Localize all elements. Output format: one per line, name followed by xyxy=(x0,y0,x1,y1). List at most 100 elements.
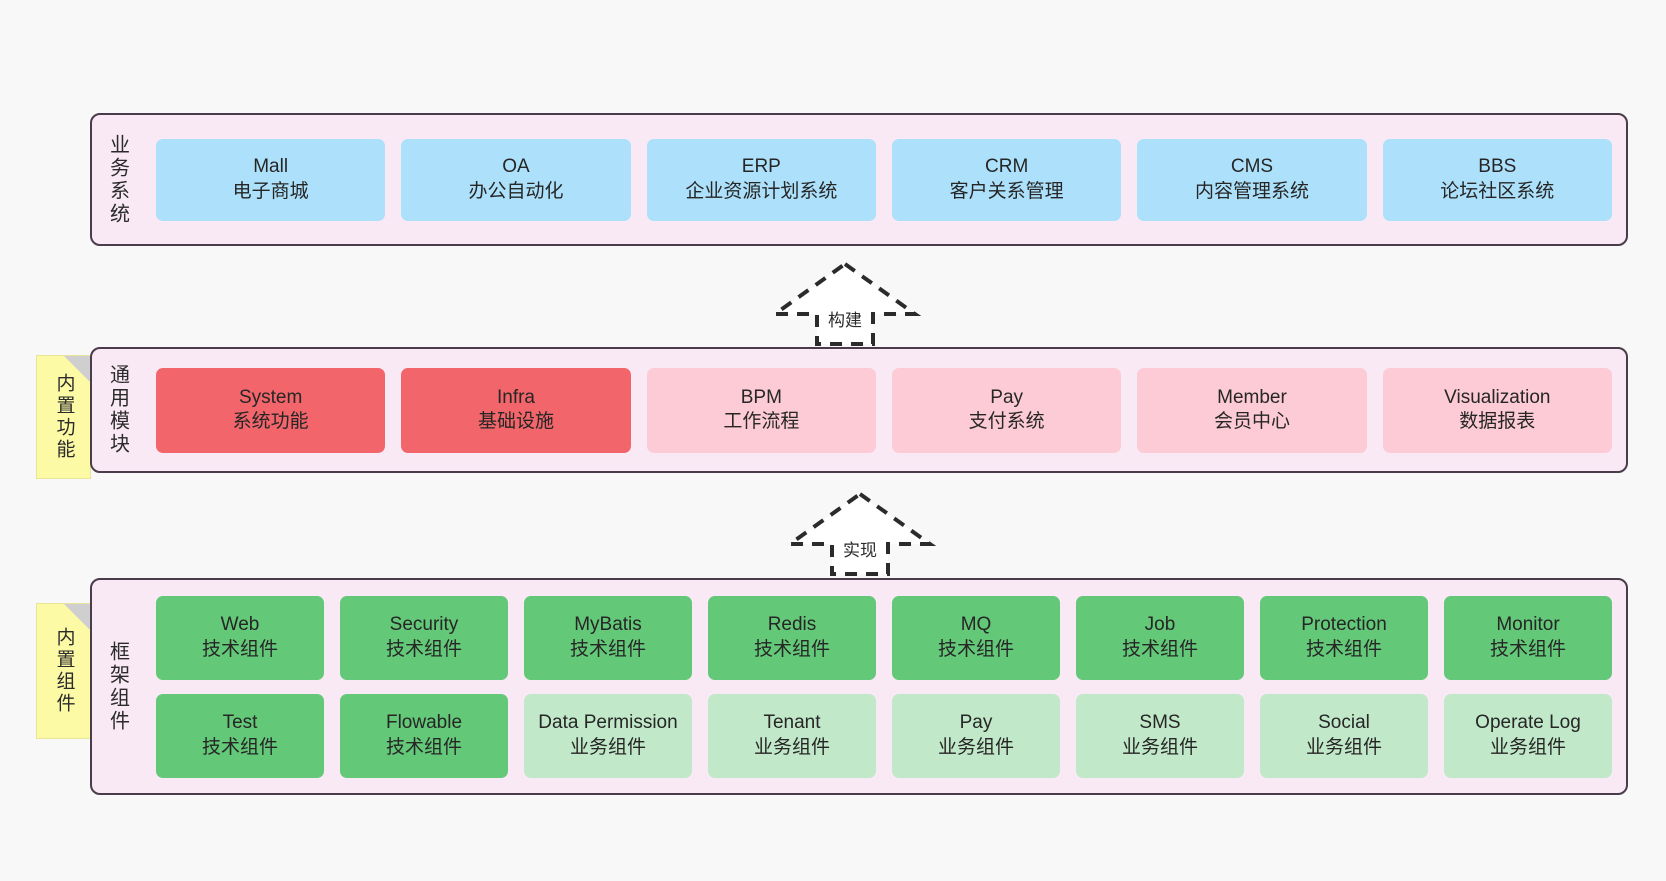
arrow-build-shape xyxy=(768,261,922,346)
card-title-en: Social xyxy=(1318,712,1370,734)
note-builtin-components-label: 内置组件 xyxy=(53,627,75,715)
card-title-cn: 业务组件 xyxy=(1305,736,1382,758)
modules-card-row: System 系统功能 Infra 基础设施 BPM 工作流程 Pay 支付系统 Member 会… xyxy=(156,367,1612,453)
note-fold-corner-icon xyxy=(64,604,90,630)
card-title-cn: 技术组件 xyxy=(201,736,278,758)
note-fold-corner-icon xyxy=(64,356,90,382)
layer-common-modules: 通用模块 System 系统功能 Infra 基础设施 BPM 工作流程 Pay 支付系统 Me… xyxy=(90,347,1628,473)
arrow-implement-label: 实现 xyxy=(843,541,877,560)
card-title-cn: 技术组件 xyxy=(1305,638,1382,660)
card-title-en: BBS xyxy=(1478,156,1517,178)
card-title-en: Pay xyxy=(990,386,1024,408)
card-title-en: Mall xyxy=(253,156,289,178)
card-title-en: Protection xyxy=(1301,614,1387,636)
card-module-member[interactable]: Member 会员中心 xyxy=(1137,367,1367,453)
card-title-cn: 客户关系管理 xyxy=(949,180,1064,202)
card-title-cn: 技术组件 xyxy=(385,736,462,758)
card-title-en: OA xyxy=(502,156,530,178)
card-title-en: BPM xyxy=(740,386,782,408)
card-title-en: MQ xyxy=(960,614,992,636)
layer-modules-body: System 系统功能 Infra 基础设施 BPM 工作流程 Pay 支付系统 Member 会… xyxy=(142,349,1626,471)
card-title-en: Flowable xyxy=(385,712,463,734)
card-title-cn: 业务组件 xyxy=(1121,736,1198,758)
card-title-cn: 业务组件 xyxy=(1489,736,1566,758)
card-title-cn: 业务组件 xyxy=(569,736,646,758)
card-title-en: Test xyxy=(222,712,258,734)
card-title-cn: 业务组件 xyxy=(753,736,830,758)
card-module-infra[interactable]: Infra 基础设施 xyxy=(401,367,631,453)
note-builtin-functions-label: 内置功能 xyxy=(53,373,75,461)
layer-modules-title: 通用模块 xyxy=(106,364,129,456)
card-title-en: Job xyxy=(1144,614,1176,636)
card-title-en: System xyxy=(238,386,303,408)
layer-framework-title: 框架组件 xyxy=(106,640,129,733)
card-title-cn: 电子商城 xyxy=(232,180,309,202)
note-builtin-components: 内置组件 xyxy=(36,603,91,739)
card-title-cn: 论坛社区系统 xyxy=(1440,180,1555,202)
card-title-cn: 业务组件 xyxy=(937,736,1014,758)
card-title-en: Member xyxy=(1217,386,1287,408)
card-title-en: Redis xyxy=(767,614,817,636)
card-title-en: Infra xyxy=(496,386,535,408)
card-module-pay[interactable]: Pay 支付系统 xyxy=(891,367,1122,453)
card-title-cn: 企业资源计划系统 xyxy=(685,180,838,202)
card-title-en: Operate Log xyxy=(1475,712,1581,734)
card-title-cn: 基础设施 xyxy=(477,411,554,432)
card-title-en: Tenant xyxy=(763,712,821,734)
card-title-en: Security xyxy=(389,614,459,636)
card-title-cn: 支付系统 xyxy=(968,411,1045,432)
card-title-cn: 技术组件 xyxy=(1489,638,1566,660)
card-title-en: Web xyxy=(220,614,260,636)
card-module-system[interactable]: System 系统功能 xyxy=(156,367,386,453)
card-title-en: Pay xyxy=(959,712,993,734)
card-title-cn: 技术组件 xyxy=(937,638,1014,660)
arrow-build-label: 构建 xyxy=(828,311,862,330)
card-title-en: CRM xyxy=(985,156,1029,178)
card-title-en: ERP xyxy=(741,156,781,178)
card-title-en: Monitor xyxy=(1496,614,1560,636)
card-title-en: Visualization xyxy=(1444,386,1551,408)
card-title-cn: 系统功能 xyxy=(232,411,309,432)
note-builtin-functions: 内置功能 xyxy=(36,355,91,479)
arrow-implement: 实现 xyxy=(770,488,950,578)
card-module-bpm[interactable]: BPM 工作流程 xyxy=(646,367,876,453)
card-title-en: MyBatis xyxy=(574,614,642,636)
card-title-cn: 会员中心 xyxy=(1213,411,1290,432)
card-title-cn: 技术组件 xyxy=(753,638,830,660)
layer-business-title: 业务系统 xyxy=(106,133,129,226)
arrow-build: 构建 xyxy=(755,258,935,348)
arrow-implement-shape xyxy=(783,491,937,576)
card-title-cn: 工作流程 xyxy=(723,411,800,432)
